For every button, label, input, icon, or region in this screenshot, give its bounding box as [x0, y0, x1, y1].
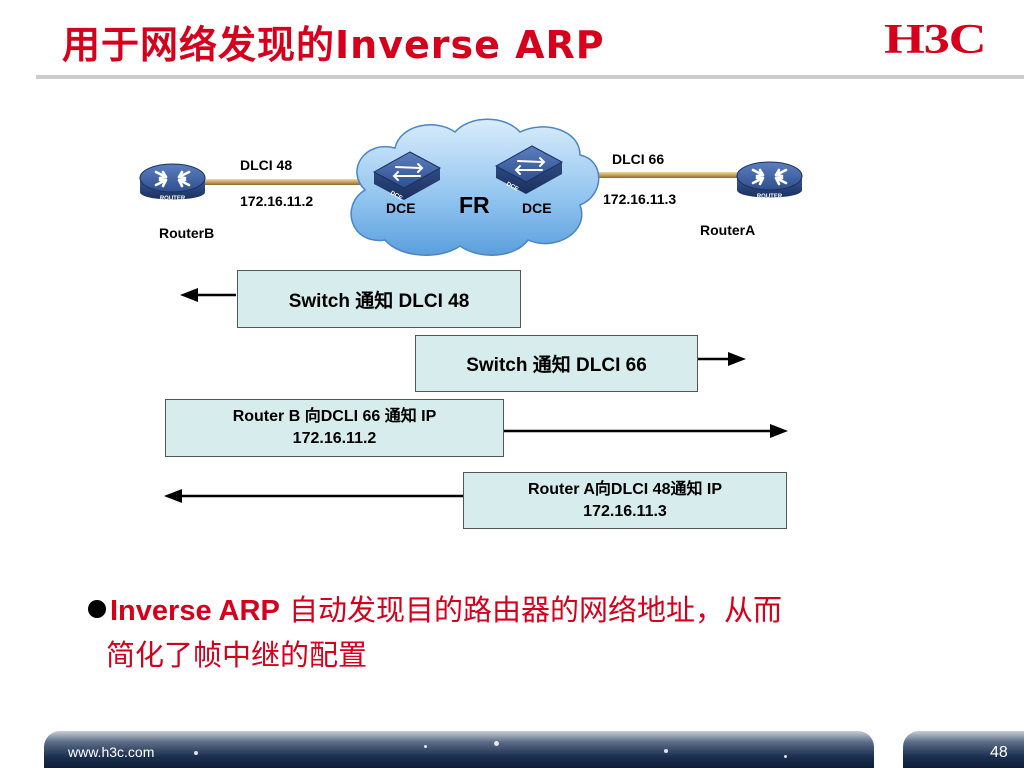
message-1-text: Switch 通知 DLCI 48: [288, 290, 470, 312]
message-box-1: Switch 通知 DLCI 48: [237, 270, 521, 328]
routerA-label: RouterA: [700, 222, 756, 238]
footer-sparkle: [424, 745, 427, 748]
left-dlci-label: DLCI 48: [240, 157, 293, 173]
footer-sparkle: [664, 749, 668, 753]
routerB-badge: ROUTER: [160, 196, 186, 202]
arrow-routerA-to-routerB: [164, 489, 464, 503]
footer-url: www.h3c.com: [68, 744, 155, 760]
message-box-2: Switch 通知 DLCI 66: [415, 335, 698, 392]
routerA-badge: ROUTER: [757, 194, 783, 200]
message-4-line2: 172.16.11.3: [583, 502, 667, 520]
footer-sparkle: [194, 751, 198, 755]
switch-left-badge: DCE: [389, 190, 403, 201]
fr-cloud-label: FR: [459, 192, 490, 218]
routerA-icon: ROUTER: [736, 161, 803, 200]
page-number: 48: [990, 744, 1008, 761]
message-3-line1: Router B 向DCLI 66 通知 IP: [232, 408, 437, 425]
bullet-text-line2: 简化了帧中继的配置: [106, 638, 368, 672]
footer-bar: [44, 731, 874, 768]
link-routerB-dce: [200, 179, 390, 185]
bullet-dot-icon: [88, 600, 106, 618]
footer-sparkle: [784, 755, 787, 758]
switch-right-badge: DCE: [505, 181, 519, 192]
switch-right-icon: DCE: [494, 145, 564, 194]
arrow-switch-to-routerB: [180, 288, 236, 302]
title-divider: [36, 75, 1024, 79]
h3c-logo: H3C: [884, 17, 987, 63]
bullet-point: Inverse ARP 自动发现目的路由器的网络地址，从而 简化了帧中继的配置: [88, 588, 928, 677]
message-3-line2: 172.16.11.2: [292, 430, 377, 447]
right-ip-label: 172.16.11.3: [603, 191, 677, 207]
message-box-3: Router B 向DCLI 66 通知 IP 172.16.11.2: [165, 399, 504, 457]
bullet-text-line1: 自动发现目的路由器的网络地址，从而: [279, 593, 783, 627]
right-dlci-label: DLCI 66: [612, 151, 665, 167]
routerB-label: RouterB: [159, 225, 215, 241]
arrow-routerB-to-routerA: [504, 424, 788, 438]
dce-right-label: DCE: [522, 200, 552, 216]
message-box-4: Router A向DLCI 48通知 IP 172.16.11.3: [463, 472, 787, 529]
footer-page-tab: [903, 731, 1024, 768]
message-4-line1: Router A向DLCI 48通知 IP: [527, 480, 723, 498]
routerB-icon: ROUTER: [139, 163, 206, 202]
left-ip-label: 172.16.11.2: [240, 193, 314, 209]
bullet-strong-text: Inverse ARP: [110, 595, 280, 627]
footer-sparkle: [494, 741, 499, 746]
message-2-text: Switch 通知 DLCI 66: [466, 355, 647, 376]
link-dce-routerA: [550, 172, 740, 178]
arrow-switch-to-routerA: [690, 352, 746, 366]
slide-title: 用于网络发现的Inverse ARP: [62, 23, 605, 67]
dce-left-label: DCE: [386, 200, 416, 216]
switch-left-icon: DCE: [372, 151, 442, 202]
